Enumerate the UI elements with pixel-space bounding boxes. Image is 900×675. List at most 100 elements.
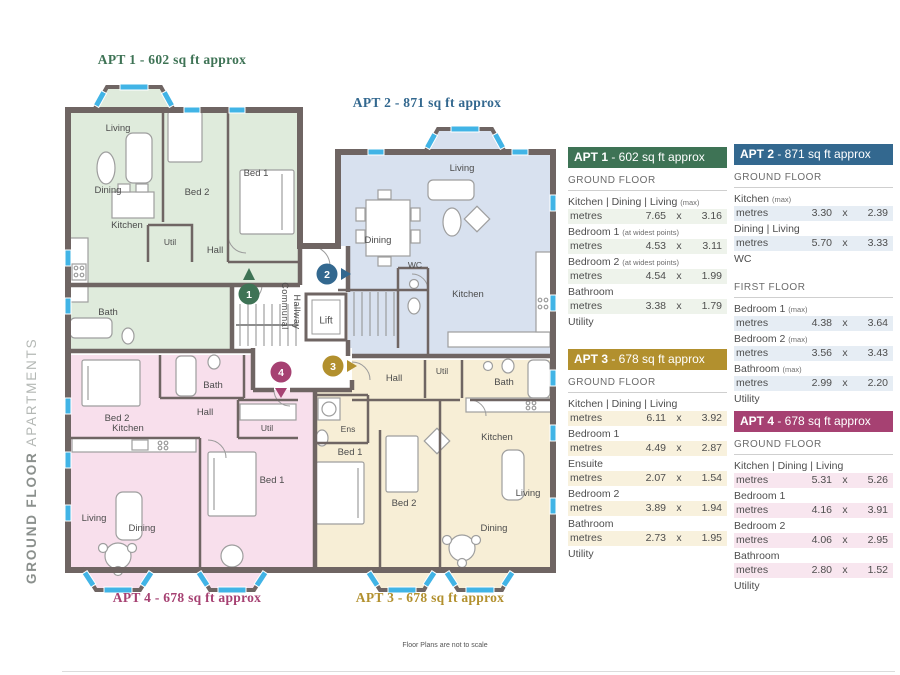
room-note: (max) (771, 195, 792, 204)
unit-label: metres (736, 347, 769, 359)
bottom-rule (62, 671, 895, 672)
section-heading: GROUND FLOOR (734, 170, 893, 188)
table-header: APT 3 - 678 sq ft approx (568, 349, 727, 370)
dim-width: 3.38 (645, 300, 666, 312)
room-note: (at widest points) (622, 258, 679, 267)
dim-height: 2.20 (867, 377, 888, 389)
dim-separator: x (676, 412, 682, 424)
section-heading: FIRST FLOOR (734, 280, 893, 298)
dim-separator: x (842, 504, 848, 516)
page-title-vertical: GROUND FLOOR APARTMENTS (24, 338, 39, 584)
dim-separator: x (676, 270, 682, 282)
dim-width: 5.70 (811, 237, 832, 249)
page-title-secondary: APARTMENTS (24, 337, 39, 447)
dim-width: 5.31 (811, 474, 832, 486)
dim-height: 1.95 (701, 532, 722, 544)
unit-label: metres (570, 240, 603, 252)
dim-separator: x (842, 534, 848, 546)
floor-plan: Lift (64, 52, 557, 605)
room-name: Bedroom 1 (734, 490, 786, 502)
dim-separator: x (676, 210, 682, 222)
dim-height: 3.43 (867, 347, 888, 359)
windows (64, 83, 557, 594)
dim-width: 6.11 (646, 412, 666, 424)
apt4-living-label: Living (82, 513, 107, 524)
room-note: (max) (782, 365, 802, 374)
dim-height: 3.11 (702, 240, 722, 252)
dim-width: 2.99 (811, 377, 832, 389)
room-name: Bedroom 2 (568, 488, 620, 500)
dim-height: 5.26 (867, 474, 888, 486)
communal-hallway-label: Communal Hallway (280, 282, 302, 330)
apt3-util-label: Util (436, 366, 448, 376)
dim-separator: x (842, 377, 848, 389)
room-name: Bathroom (734, 550, 780, 562)
dim-height: 3.92 (701, 412, 722, 424)
stairs (236, 292, 395, 346)
dim-separator: x (842, 474, 848, 486)
apt4-util-label: Util (261, 423, 273, 433)
room-name: Bedroom 1 (max) (734, 303, 808, 315)
plan-titles: APT 1 - 602 sq ft approx APT 2 - 871 sq … (98, 52, 504, 605)
apt2-dining-label: Dining (365, 235, 392, 246)
dim-separator: x (842, 564, 848, 576)
dim-separator: x (842, 207, 848, 219)
room-labels: Living Dining Kitchen Bed 2 Bed 1 Util H… (82, 123, 541, 534)
dim-width: 2.07 (645, 472, 666, 484)
svg-text:Hallway: Hallway (292, 294, 302, 329)
dim-width: 4.16 (811, 504, 832, 516)
room-name: Bedroom 1 (at widest points) (568, 226, 679, 238)
dim-width: 3.56 (811, 347, 832, 359)
room-name: Kitchen | Dining | Living (734, 460, 844, 472)
section-heading: GROUND FLOOR (734, 437, 893, 455)
walls (65, 85, 556, 592)
marker-apt1: 1 (238, 268, 260, 305)
unit-label: metres (736, 564, 769, 576)
apt1-plan-title: APT 1 - 602 sq ft approx (98, 52, 246, 67)
apt4-bed1-label: Bed 1 (260, 475, 285, 486)
dimensions-row: metres 6.11 x 3.92 (568, 411, 727, 426)
apt1-kitchen-label: Kitchen (111, 220, 143, 231)
apt3-plan-title: APT 3 - 678 sq ft approx (356, 590, 504, 605)
apt3-living-label: Living (516, 488, 541, 499)
apt3-bed2-label: Bed 2 (392, 498, 417, 509)
marker-apt4: 4 (270, 361, 292, 398)
room-name: Dining | Living (734, 223, 800, 235)
room-name: Utility (734, 393, 760, 405)
apt3-bath-label: Bath (494, 377, 514, 388)
room-name: Kitchen | Dining | Living (568, 398, 678, 410)
apt3-hall-label: Hall (386, 373, 402, 384)
unit-label: metres (736, 317, 769, 329)
footnote: Floor Plans are not to scale (402, 642, 488, 649)
dim-height: 1.94 (701, 502, 722, 514)
apt3-kitchen-label: Kitchen (481, 432, 513, 443)
apt4-hall-label: Hall (197, 407, 213, 418)
room-name: Utility (734, 580, 760, 592)
apt2-kitchen-label: Kitchen (452, 289, 484, 300)
page-title-primary: GROUND FLOOR (24, 451, 39, 584)
room-name: Bedroom 2 (max) (734, 333, 808, 345)
room-name: Kitchen (max) (734, 193, 792, 205)
apt1-util-label: Util (164, 237, 176, 247)
dim-height: 3.16 (701, 210, 722, 222)
lift-label: Lift (319, 316, 333, 327)
room-name: Bathroom (max) (734, 363, 802, 375)
unit-label: metres (570, 412, 603, 424)
section-heading: GROUND FLOOR (568, 173, 727, 191)
dim-separator: x (676, 300, 682, 312)
unit-label: metres (570, 210, 603, 222)
table-header: APT 4 - 678 sq ft approx (734, 411, 893, 432)
dim-width: 4.06 (811, 534, 832, 546)
unit-label: metres (736, 534, 769, 546)
